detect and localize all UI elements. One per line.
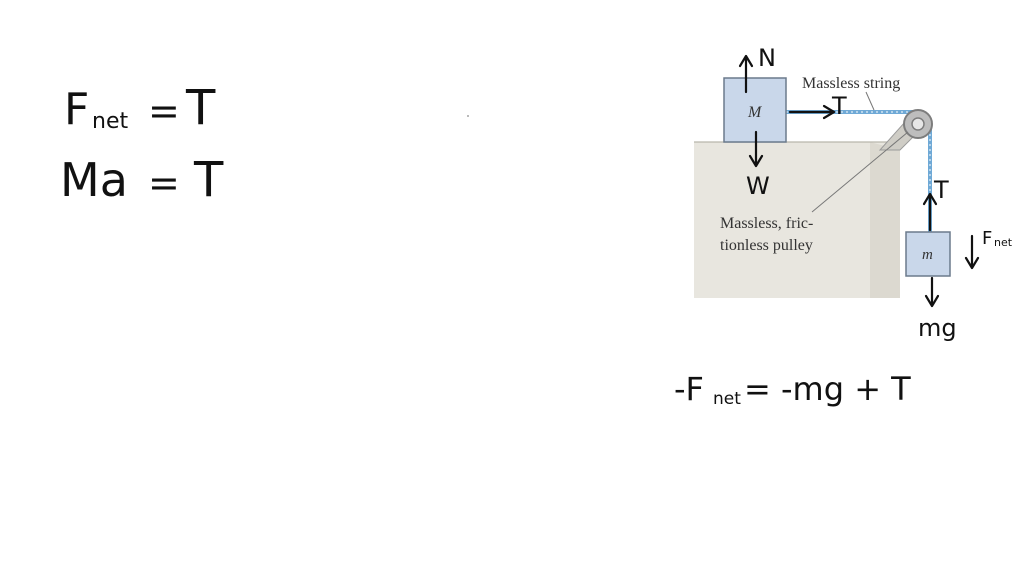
block-m-label: m — [922, 247, 933, 263]
force-N-label: N — [758, 44, 776, 72]
table-surface — [694, 142, 870, 298]
arrow-T-vertical-icon — [922, 192, 938, 232]
equation-bottom: -F net = -mg + T — [674, 370, 911, 409]
eq3-lhs: -F — [674, 370, 704, 408]
block-M — [723, 77, 787, 143]
string-label: Massless string — [802, 75, 900, 92]
force-W-label: W — [746, 172, 770, 200]
pulley-label-line2: tionless pulley — [720, 237, 813, 254]
table-side — [870, 142, 900, 298]
eq1-rhs: T — [185, 80, 216, 136]
eq3-rhs: = -mg + T — [744, 370, 911, 408]
pulley-label-line1: Massless, fric- — [720, 215, 813, 232]
force-T-horizontal-label: T — [831, 92, 847, 120]
block-m — [905, 231, 951, 277]
block-M-label: M — [747, 104, 763, 121]
eq1-lhs-subscript: net — [92, 109, 128, 134]
equation-ma-equals-t: Ma = T — [60, 152, 224, 208]
pulley-label-leader — [811, 131, 909, 213]
arrow-N-icon — [738, 54, 754, 94]
eq2-lhs: Ma — [60, 153, 128, 207]
force-Fnet-main: F — [982, 228, 992, 249]
force-mg-label: mg — [918, 314, 957, 342]
eq1-equals: = — [148, 89, 180, 133]
eq3-lhs-subscript: net — [713, 389, 741, 409]
eq2-equals: = — [148, 161, 180, 205]
pulley-diagram: M m Massless string Massless, fric- tion… — [694, 44, 1013, 342]
arrow-Fnet-icon — [964, 234, 980, 270]
force-T-vertical-label: T — [933, 176, 949, 204]
stray-dot — [467, 115, 469, 117]
force-Fnet-sub: net — [994, 236, 1013, 249]
equation-fnet-equals-t: F net = T — [64, 80, 216, 136]
arrow-T-horizontal-icon — [788, 104, 836, 120]
pulley-hub — [911, 117, 925, 131]
eq2-rhs: T — [193, 152, 224, 208]
arrow-mg-icon — [924, 276, 940, 308]
string-label-leader — [865, 91, 875, 111]
arrow-W-icon — [748, 130, 764, 168]
eq1-lhs-main: F — [64, 84, 89, 135]
